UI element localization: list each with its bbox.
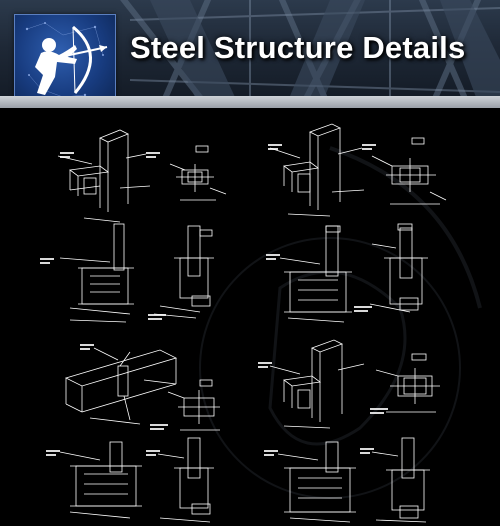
steel-details-drawing [40,123,482,523]
detail-plan-4 [371,137,447,205]
detail-elevation-13 [59,441,142,519]
detail-section-16 [371,437,430,523]
detail-column-beam-11 [269,339,365,429]
detail-elevation-7 [279,225,352,323]
archer-logo-icon [25,22,108,98]
detail-plan-2 [169,145,227,201]
steel-beams-background [120,0,500,108]
detail-elevation-15 [277,441,356,523]
detail-section-14 [157,437,214,523]
detail-column-beam-1 [57,129,151,223]
detail-section-8 [369,223,428,313]
page-title: Steel Structure Details [130,30,466,65]
detail-beam-splice-9 [64,347,178,425]
brand-logo [14,14,116,108]
detail-section-6 [153,225,214,319]
detail-plan-12 [375,353,440,413]
detail-column-beam-3 [269,123,365,217]
cad-drawing-panel [0,108,500,526]
detail-elevation-5 [59,223,134,323]
detail-plan-10 [167,379,220,431]
header-banner: Steel Structure Details [0,0,500,108]
banner-divider [0,96,500,108]
